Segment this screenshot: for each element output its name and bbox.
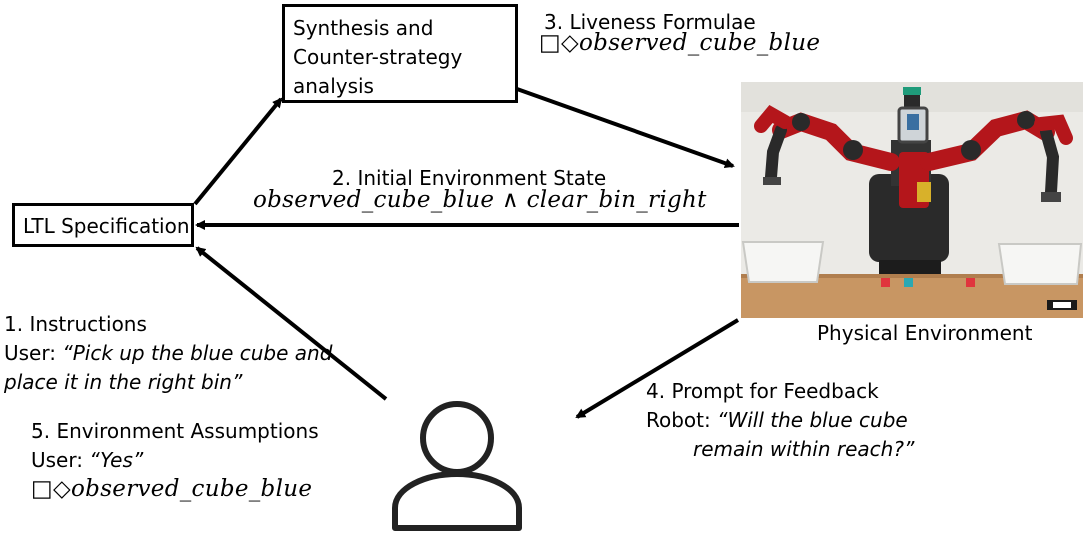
ltl-specification-box: LTL Specification (12, 203, 194, 247)
feedback-quote-2: remain within reach?” (693, 437, 915, 461)
liveness-formula: □◇observed_cube_blue (539, 30, 821, 56)
arrow-synthesis-to-robot (516, 87, 735, 169)
instructions-line-1: User: “Pick up the blue cube and (4, 339, 332, 368)
robot-photo (741, 82, 1083, 318)
arrow-user-to-ltl (195, 246, 388, 401)
feedback-quote-1: “Will the blue cube (717, 408, 908, 432)
user-icon (392, 401, 522, 531)
synthesis-box: Synthesis and Counter-strategy analysis (282, 4, 518, 103)
initial-state-formula: observed_cube_blue ∧ clear_bin_right (253, 187, 707, 213)
ltl-specification-label: LTL Specification (23, 214, 190, 238)
assumptions-quote: “Yes” (89, 448, 144, 472)
assumptions-formula: □◇observed_cube_blue (31, 476, 313, 502)
assumptions-line: User: “Yes” (31, 446, 143, 475)
arrow-robot-to-user (575, 318, 740, 419)
instructions-quote-1: “Pick up the blue cube and (62, 341, 333, 365)
synthesis-line-1: Synthesis and (293, 16, 434, 40)
feedback-speaker: Robot: (646, 408, 718, 432)
physical-environment-label: Physical Environment (817, 321, 1033, 345)
feedback-line-1: Robot: “Will the blue cube (646, 406, 908, 435)
instructions-quote-2: place it in the right bin” (4, 370, 243, 394)
initial-state-title: 2. Initial Environment State (332, 166, 607, 190)
instructions-speaker: User: (4, 341, 63, 365)
feedback-title: 4. Prompt for Feedback (646, 379, 879, 403)
arrow-ltl-to-synthesis (193, 97, 283, 206)
synthesis-line-2: Counter-strategy (293, 45, 463, 69)
assumptions-speaker: User: (31, 448, 90, 472)
robot-illustration (741, 82, 1083, 318)
assumptions-title: 5. Environment Assumptions (31, 419, 319, 443)
instructions-title: 1. Instructions (4, 312, 147, 336)
liveness-title: 3. Liveness Formulae (544, 10, 756, 34)
synthesis-line-3: analysis (293, 74, 374, 98)
